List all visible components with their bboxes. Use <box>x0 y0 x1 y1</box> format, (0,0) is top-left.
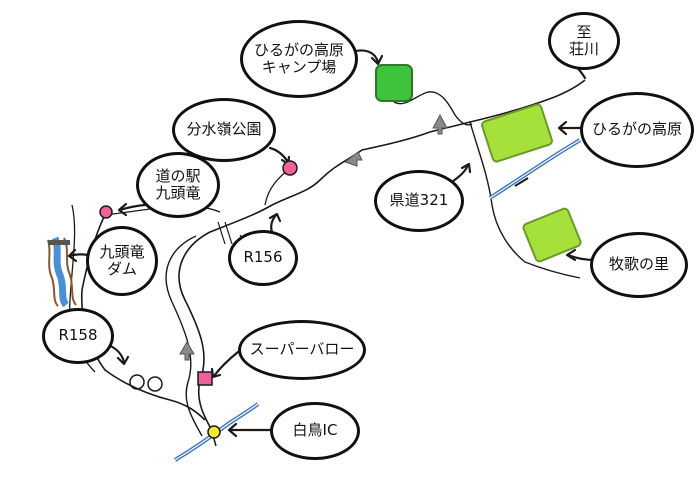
label-michinoeki: 道の駅 九頭竜 <box>136 152 220 218</box>
michinoeki-poi <box>99 205 113 219</box>
dam-icon <box>48 240 70 245</box>
leader-hirugano-head <box>557 120 568 136</box>
leader-shirotori-head <box>227 422 238 438</box>
bunsuirei-poi <box>282 160 298 176</box>
direction-arrow-icon <box>343 151 363 167</box>
kuzuryu-river <box>51 236 69 308</box>
leader-michinoeki <box>118 203 147 212</box>
leader-r158-head <box>116 355 130 366</box>
leader-r156-head <box>268 212 282 223</box>
leader-dam-head <box>67 248 78 263</box>
river-bank <box>63 237 77 306</box>
leader-kendo321 <box>450 163 470 184</box>
makiuta-area <box>522 207 582 263</box>
shirotori-ic-poi <box>207 425 221 439</box>
label-super-valor: スーパーバロー <box>238 320 366 380</box>
bridge-mark <box>217 221 226 245</box>
hirugano-kogen-area <box>481 103 553 163</box>
label-kuzuryu-dam: 九頭竜 ダム <box>86 226 158 296</box>
ic-connector <box>514 177 529 187</box>
leader-michinoeki-head <box>117 202 128 217</box>
label-to-shokawa: 至 荘川 <box>548 12 620 70</box>
direction-arrow-icon <box>179 341 195 361</box>
label-r156: R156 <box>228 230 298 286</box>
label-shirotori-ic: 白鳥IC <box>270 402 360 460</box>
kendo321-road <box>469 121 581 279</box>
label-camp: ひるがの高原 キャンプ場 <box>240 20 358 98</box>
direction-arrow-icon <box>432 113 448 135</box>
label-kendo321: 県道321 <box>374 170 464 232</box>
camp-area <box>375 64 413 102</box>
super-valor-poi <box>197 371 213 386</box>
main-road-edge <box>165 235 203 437</box>
leader-super-valor <box>212 350 240 378</box>
bridge-mark <box>224 221 233 245</box>
label-r158: R158 <box>42 308 114 364</box>
leader-camp-head <box>370 54 384 66</box>
label-hirugano-kogen: ひるがの高原 <box>580 92 694 168</box>
leader-bunsuirei <box>268 146 290 164</box>
loop-mark <box>147 376 163 392</box>
camp-road <box>393 91 473 126</box>
label-makiuta: 牧歌の里 <box>590 232 688 298</box>
expressway-south-center <box>174 403 259 461</box>
river-bank <box>47 239 59 307</box>
label-bunsuirei: 分水嶺公園 <box>172 98 276 162</box>
leader-makiuta-head <box>565 248 577 262</box>
expressway-north-center <box>489 139 581 199</box>
loop-mark <box>129 374 145 390</box>
main-road <box>178 79 586 437</box>
leader-kendo321-head <box>460 162 472 174</box>
